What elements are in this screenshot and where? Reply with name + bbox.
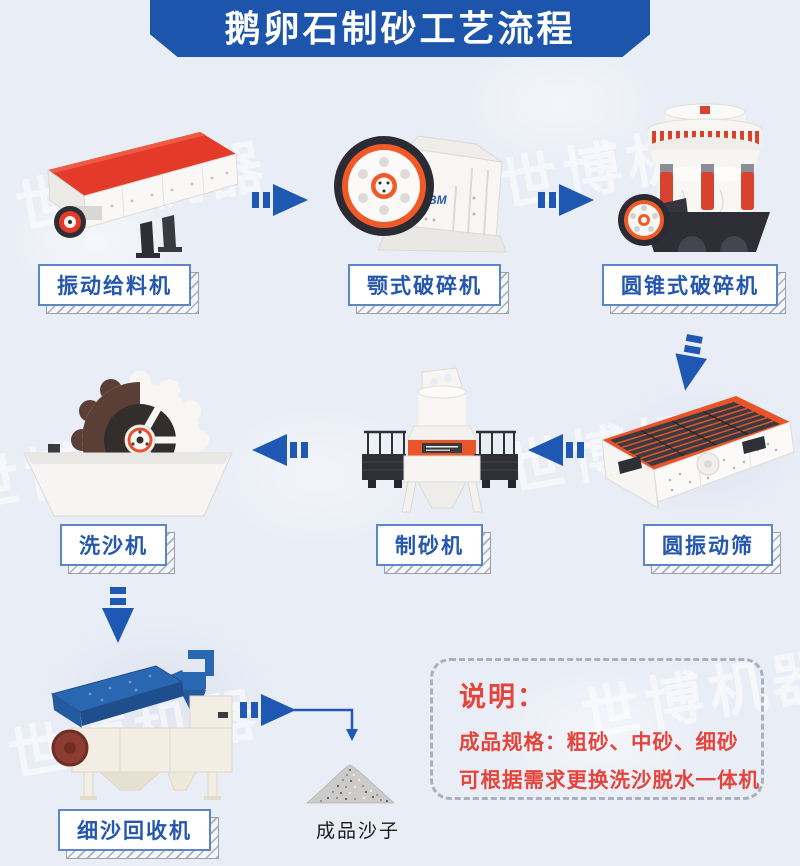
page-title: 鹅卵石制砂工艺流程 [224,7,576,49]
label-sand-washer: 洗沙机 [60,524,175,574]
label-text: 颚式破碎机 [348,264,501,306]
sand-making-machine-illustration [362,367,518,513]
flow-arrow-feeder-to-jaw [252,184,308,216]
note-box: 说明： 成品规格：粗砂、中砂、细砂 可根据需求更换洗沙脱水一体机 [430,658,764,800]
sand-washer-illustration [23,371,233,517]
flow-arrow-cone-to-screen [669,333,710,394]
note-line-option: 可根据需求更换洗沙脱水一体机 [459,768,760,792]
vibrating-feeder-illustration [47,132,239,258]
flow-arrow-washer-to-recycler [102,587,134,643]
label-text: 圆振动筛 [643,524,773,566]
flow-arrow-sandmaker-to-washer [252,434,308,466]
label-jaw-crusher: 颚式破碎机 [348,264,509,314]
title-banner: 鹅卵石制砂工艺流程 [150,0,650,57]
label-vibrating-feeder: 振动给料机 [38,264,199,314]
label-text: 圆锥式破碎机 [602,264,778,306]
jaw-crusher-illustration: SBM [334,135,507,253]
fine-sand-recycler-illustration [50,650,233,800]
flow-arrow-screen-to-sandmaker [528,434,584,466]
label-text: 洗沙机 [60,524,167,566]
circular-vibrating-screen-illustration [601,396,795,509]
label-text: 细沙回收机 [58,809,211,851]
cone-crusher-illustration [618,103,770,252]
finished-sand-caption: 成品沙子 [316,821,401,842]
label-text: 振动给料机 [38,264,191,306]
label-circular-vibrating-screen: 圆振动筛 [643,524,781,574]
note-line-spec: 成品规格：粗砂、中砂、细砂 [459,731,739,754]
elbow-connector-to-sand-pile [294,708,358,741]
label-cone-crusher: 圆锥式破碎机 [602,264,786,314]
flow-arrow-recycler-to-product [240,694,296,726]
label-text: 制砂机 [376,524,483,566]
label-fine-sand-recycler: 细沙回收机 [58,809,219,859]
label-sand-making-machine: 制砂机 [376,524,491,574]
note-heading: 说明： [459,682,546,712]
sand-pile-illustration [305,764,396,804]
flow-arrow-jaw-to-cone [538,184,594,216]
